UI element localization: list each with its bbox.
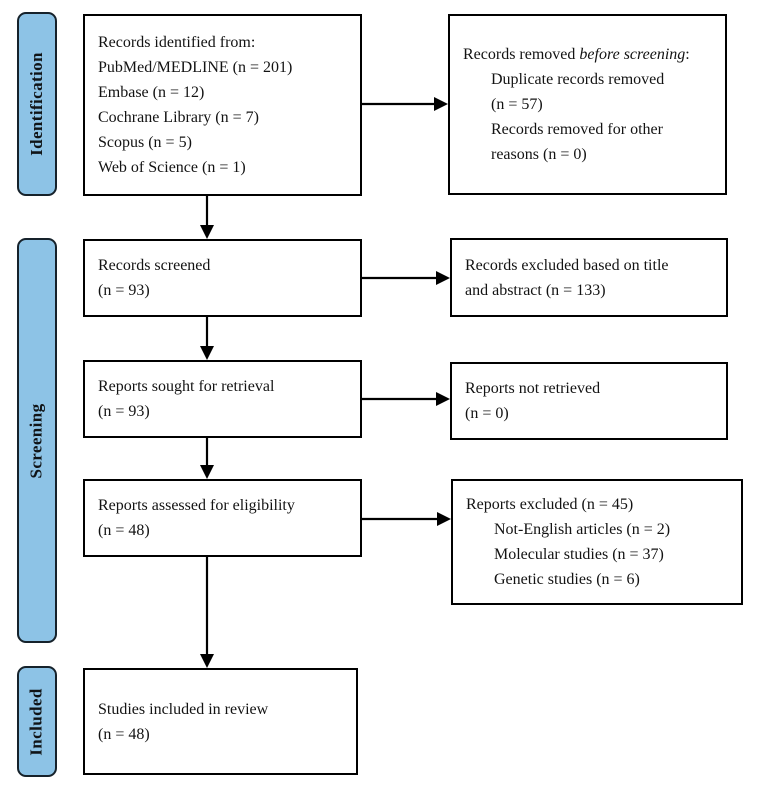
records-identified-box: Records identified from: PubMed/MEDLINE … xyxy=(83,14,362,196)
box-text-line: Records removed for other xyxy=(491,121,663,138)
arrow-sought-to-assessed xyxy=(200,438,214,479)
box-text-line: Molecular studies (n = 37) xyxy=(494,546,664,563)
box-text-line: and abstract (n = 133) xyxy=(465,281,606,299)
stage-label-screening: Screening xyxy=(17,238,57,643)
box-text-line: Duplicate records removed xyxy=(491,71,665,88)
box-text-line: Records screened xyxy=(98,257,211,274)
box-text-line: Embase (n = 12) xyxy=(98,84,205,101)
studies-included-box: Studies included in review (n = 48) xyxy=(83,668,358,775)
arrow-identified-to-screened xyxy=(200,196,214,239)
box-text-line: (n = 93) xyxy=(98,403,150,420)
box-text-line: (n = 48) xyxy=(98,522,150,539)
reports-assessed-box: Reports assessed for eligibility (n = 48… xyxy=(83,479,362,557)
box-text-segment: Records removed xyxy=(463,46,580,63)
arrow-assessed-to-excluded xyxy=(361,512,451,526)
box-text-line: (n = 48) xyxy=(98,725,150,743)
box-text-line: (n = 0) xyxy=(465,405,509,422)
reports-sought-box: Reports sought for retrieval (n = 93) xyxy=(83,360,362,438)
reports-excluded-box: Reports excluded (n = 45) Not-English ar… xyxy=(451,479,743,605)
records-screened-box: Records screened (n = 93) xyxy=(83,239,362,317)
stage-label-text: Identification xyxy=(27,52,47,156)
stage-label-identification: Identification xyxy=(17,12,57,196)
box-text-line: Cochrane Library (n = 7) xyxy=(98,109,259,126)
stage-label-text: Screening xyxy=(27,402,46,479)
arrow-screened-to-excluded xyxy=(361,271,450,285)
box-text-line: Studies included in review xyxy=(98,700,269,718)
box-text-line: (n = 57) xyxy=(491,96,543,113)
box-text-segment-italic: before screening xyxy=(579,46,686,63)
reports-not-retrieved-box: Reports not retrieved (n = 0) xyxy=(450,362,728,440)
arrow-assessed-to-included xyxy=(200,557,214,668)
box-text-line: Genetic studies (n = 6) xyxy=(494,571,640,588)
box-text-line: Records excluded based on title xyxy=(465,256,669,274)
box-text-line: Reports not retrieved xyxy=(465,380,601,397)
box-text-line: Web of Science (n = 1) xyxy=(98,159,246,176)
arrow-screened-to-sought xyxy=(200,317,214,360)
records-removed-box: Records removed before screening: Duplic… xyxy=(448,14,727,195)
box-text-line: Reports excluded (n = 45) xyxy=(466,496,634,513)
box-text-line: PubMed/MEDLINE (n = 201) xyxy=(98,59,293,76)
stage-label-included: Included xyxy=(17,666,57,777)
box-text-segment: : xyxy=(685,46,690,63)
box-text-line: (n = 93) xyxy=(98,282,150,299)
box-text-line: Records removed before screening: xyxy=(463,42,721,67)
box-text-line: Reports sought for retrieval xyxy=(98,378,275,395)
arrow-identified-to-removed xyxy=(361,97,448,111)
box-text-line: Scopus (n = 5) xyxy=(98,134,192,151)
box-text-line: Records identified from: xyxy=(98,34,256,51)
arrow-sought-to-not-retrieved xyxy=(361,392,450,406)
stage-label-text: Included xyxy=(27,687,47,756)
box-text-line: Reports assessed for eligibility xyxy=(98,497,295,514)
box-text-line: Not-English articles (n = 2) xyxy=(494,521,671,538)
box-text-line: reasons (n = 0) xyxy=(491,146,587,163)
records-excluded-title-abstract-box: Records excluded based on title and abst… xyxy=(450,238,728,317)
